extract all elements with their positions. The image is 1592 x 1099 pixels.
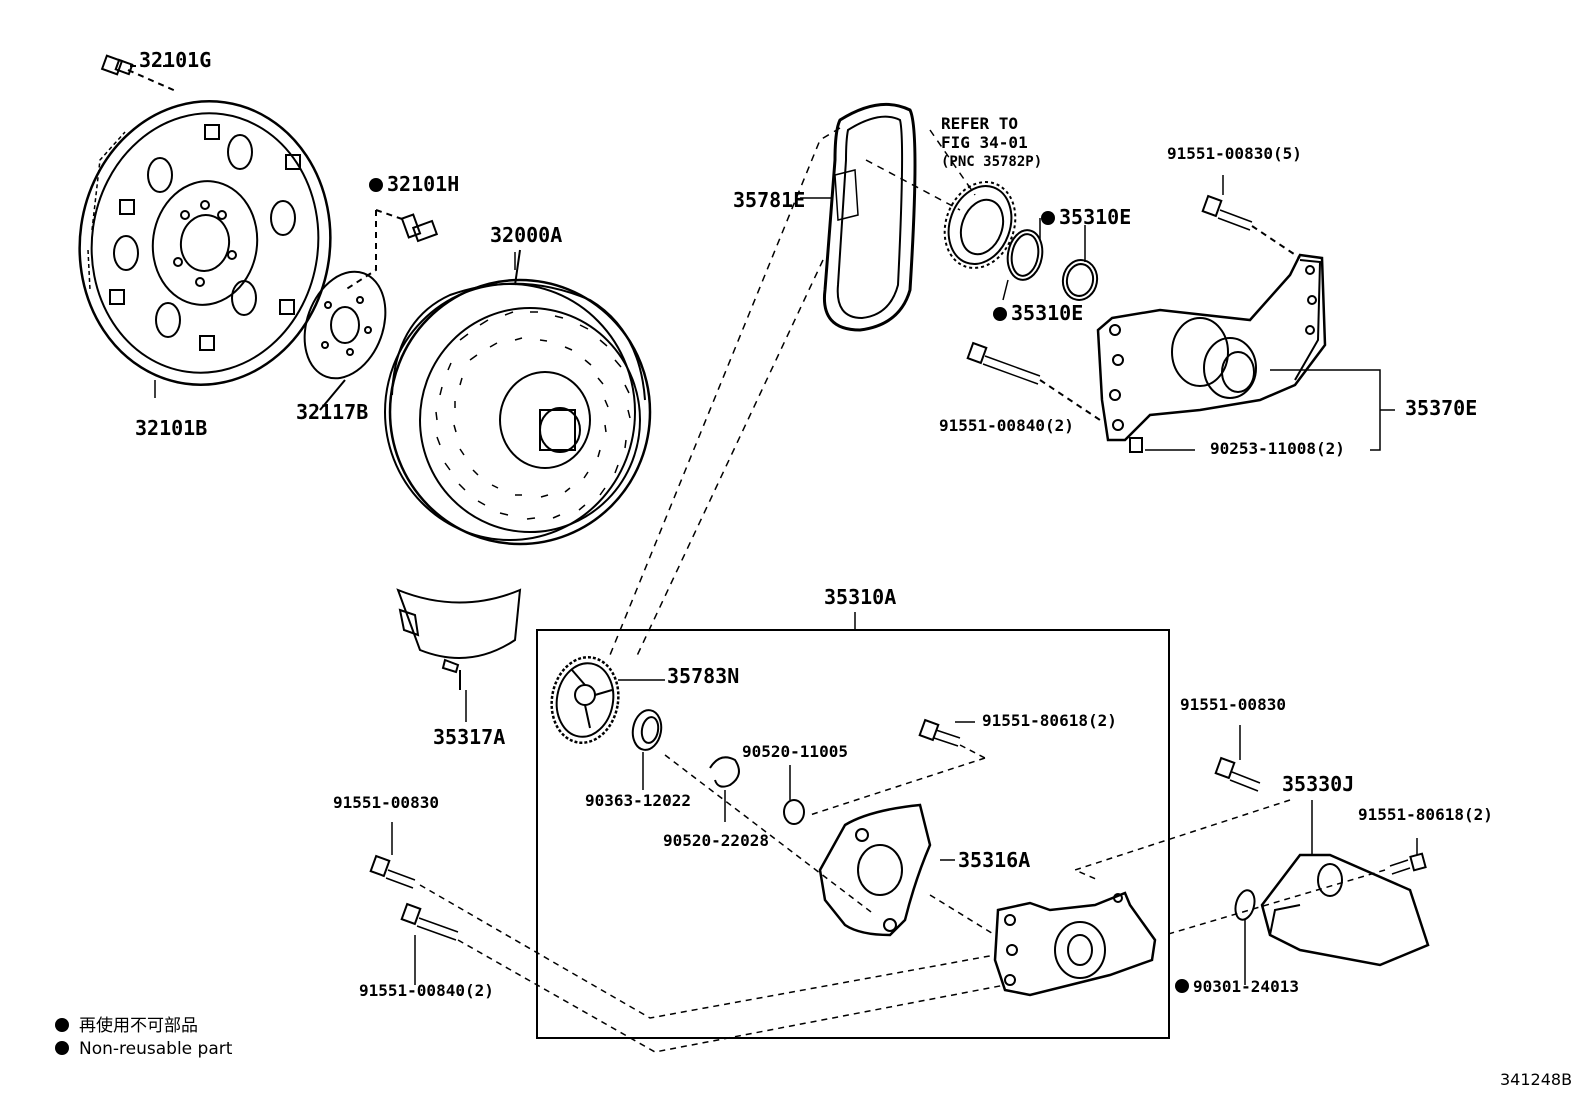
part-label-35370E: 35370E [1405,396,1478,420]
legend-japanese-text: 再使用不可部品 [79,1016,198,1036]
housing-bolts [966,194,1301,421]
housing-35370E [1096,253,1327,453]
part-label-35310E-bottom: 35310E [993,303,1083,323]
legend-english-text: Non-reusable part [79,1039,233,1059]
plate-32117B [303,270,387,411]
chain-35781E [822,102,917,332]
non-reusable-dot [1175,979,1189,993]
bolts-right-lower [1072,725,1427,936]
non-reusable-dot [369,178,383,192]
part-label-91551-00840-2-bottom: 91551-00840(2) [359,981,494,1000]
refer-note-line3: (PNC 35782P) [941,154,1043,170]
guide-lines [609,127,976,661]
refer-note-line1: REFER TO [941,114,1019,133]
part-label-90301-24013: 90301-24013 [1175,979,1299,995]
part-label-32117B: 32117B [296,400,369,424]
bearing [631,709,663,790]
o-rings-35310E [1006,229,1099,301]
part-label-90253-11008-2: 90253-11008(2) [1210,439,1345,458]
refer-note-line2: FIG 34-01 [941,133,1028,152]
figure-id: 341248B [1500,1070,1573,1089]
part-label-35783N: 35783N [667,664,740,688]
non-reusable-dot [1041,211,1055,225]
part-label-35330J: 35330J [1282,772,1355,796]
legend-dot [55,1018,69,1032]
part-label-35310E-top: 35310E [1041,207,1131,227]
part-label-32101G: 32101G [139,48,212,72]
legend-english: Non-reusable part [55,1039,232,1059]
part-label-91551-80618-2-mid: 91551-80618(2) [982,711,1117,730]
bolts-left-lower [369,822,1006,1053]
legend-dot [55,1041,69,1055]
leader-lines-right [154,175,1395,451]
part-label-35310E-bottom-text: 35310E [1011,301,1084,325]
non-reusable-dot [993,307,1007,321]
part-label-32000A: 32000A [490,223,563,247]
part-label-32101B: 32101B [135,416,208,440]
part-label-35316A: 35316A [958,848,1031,872]
part-label-35310E-top-text: 35310E [1059,205,1132,229]
part-label-35317A: 35317A [433,725,506,749]
bolt-32101H [344,209,439,291]
part-label-90520-22028: 90520-22028 [663,831,769,850]
part-label-91551-00830-5: 91551-00830(5) [1167,144,1302,163]
legend-japanese: 再使用不可部品 [55,1011,198,1036]
sprocket-35783N [550,656,665,744]
oil-pump [929,891,1157,997]
part-label-35310A: 35310A [824,585,897,609]
o-ring-90301 [1234,889,1256,985]
cover-35317A [396,588,522,690]
part-label-32101H: 32101H [369,174,459,194]
part-label-90301-24013-text: 90301-24013 [1193,977,1299,996]
driven-sprocket [943,181,1017,269]
part-label-35781E: 35781E [733,188,806,212]
part-label-91551-80618-2-right: 91551-80618(2) [1358,805,1493,824]
part-label-91551-00830-mid: 91551-00830 [1180,695,1286,714]
part-label-91551-00840-2-top: 91551-00840(2) [939,416,1074,435]
part-label-90520-11005: 90520-11005 [742,742,848,761]
part-label-32101H-text: 32101H [387,172,460,196]
drive-plate [78,100,332,386]
box-35310A [536,612,1170,1039]
part-label-91551-00830-left: 91551-00830 [333,793,439,812]
bolt-32101G [100,54,179,93]
bolt-80618-mid [809,718,986,816]
part-label-90363-12022: 90363-12022 [585,791,691,810]
strainer-35330J [1260,800,1430,967]
cover-35316A [664,754,955,937]
snap-rings [709,756,805,825]
torque-converter [384,249,652,546]
